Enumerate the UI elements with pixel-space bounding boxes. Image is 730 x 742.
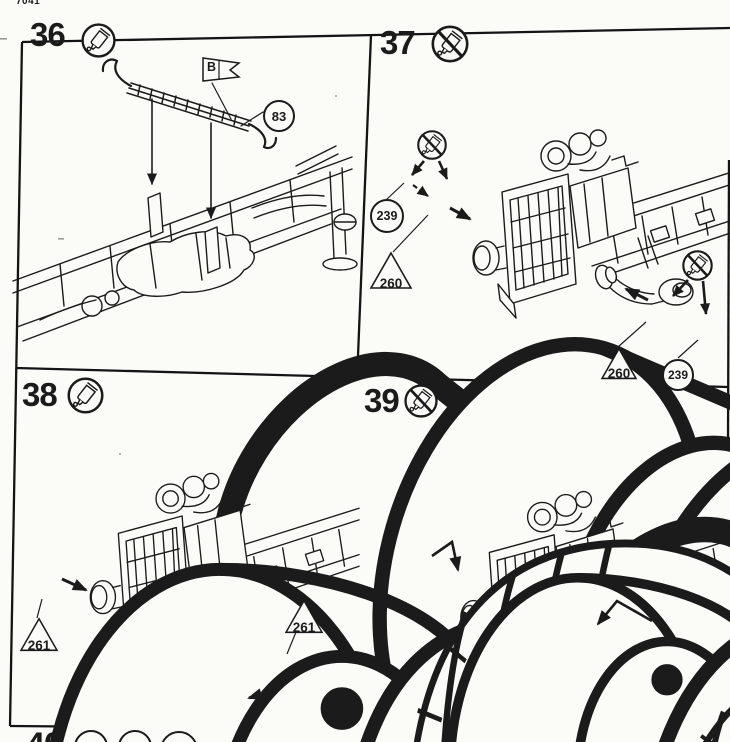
part-label-83: 83 bbox=[263, 100, 295, 132]
step-39-drawing bbox=[410, 490, 730, 742]
step-38-drawing bbox=[36, 472, 730, 742]
step-36-drawing bbox=[12, 58, 358, 342]
glue-icon bbox=[66, 376, 105, 415]
part-label-261-front: 261 bbox=[18, 617, 60, 653]
no-glue-icon bbox=[681, 249, 714, 282]
part-label-239-front: 239 bbox=[370, 199, 404, 233]
chassis-37 bbox=[472, 129, 730, 319]
sheet-number: 7041 bbox=[16, 0, 41, 7]
step-37-drawing bbox=[174, 129, 730, 742]
no-glue-icon bbox=[416, 129, 448, 161]
step-36-number: 36 bbox=[30, 16, 66, 53]
part-label-260-rear: 260 bbox=[599, 347, 639, 381]
no-glue-icon bbox=[403, 383, 439, 419]
assembly-flag-b: B bbox=[202, 56, 242, 84]
flag-label: B bbox=[207, 60, 217, 74]
glue-icon bbox=[80, 22, 117, 59]
part-label-260-front: 260 bbox=[369, 251, 413, 291]
part-label-239-rear: 239 bbox=[662, 359, 694, 391]
part-label-261-rear: 261 bbox=[283, 599, 325, 635]
step-40-number: 40 bbox=[26, 728, 63, 742]
step-37-number: 37 bbox=[380, 24, 416, 61]
step-38-number: 38 bbox=[22, 376, 58, 413]
no-glue-icon bbox=[430, 24, 470, 64]
step-39-number: 39 bbox=[364, 382, 400, 419]
